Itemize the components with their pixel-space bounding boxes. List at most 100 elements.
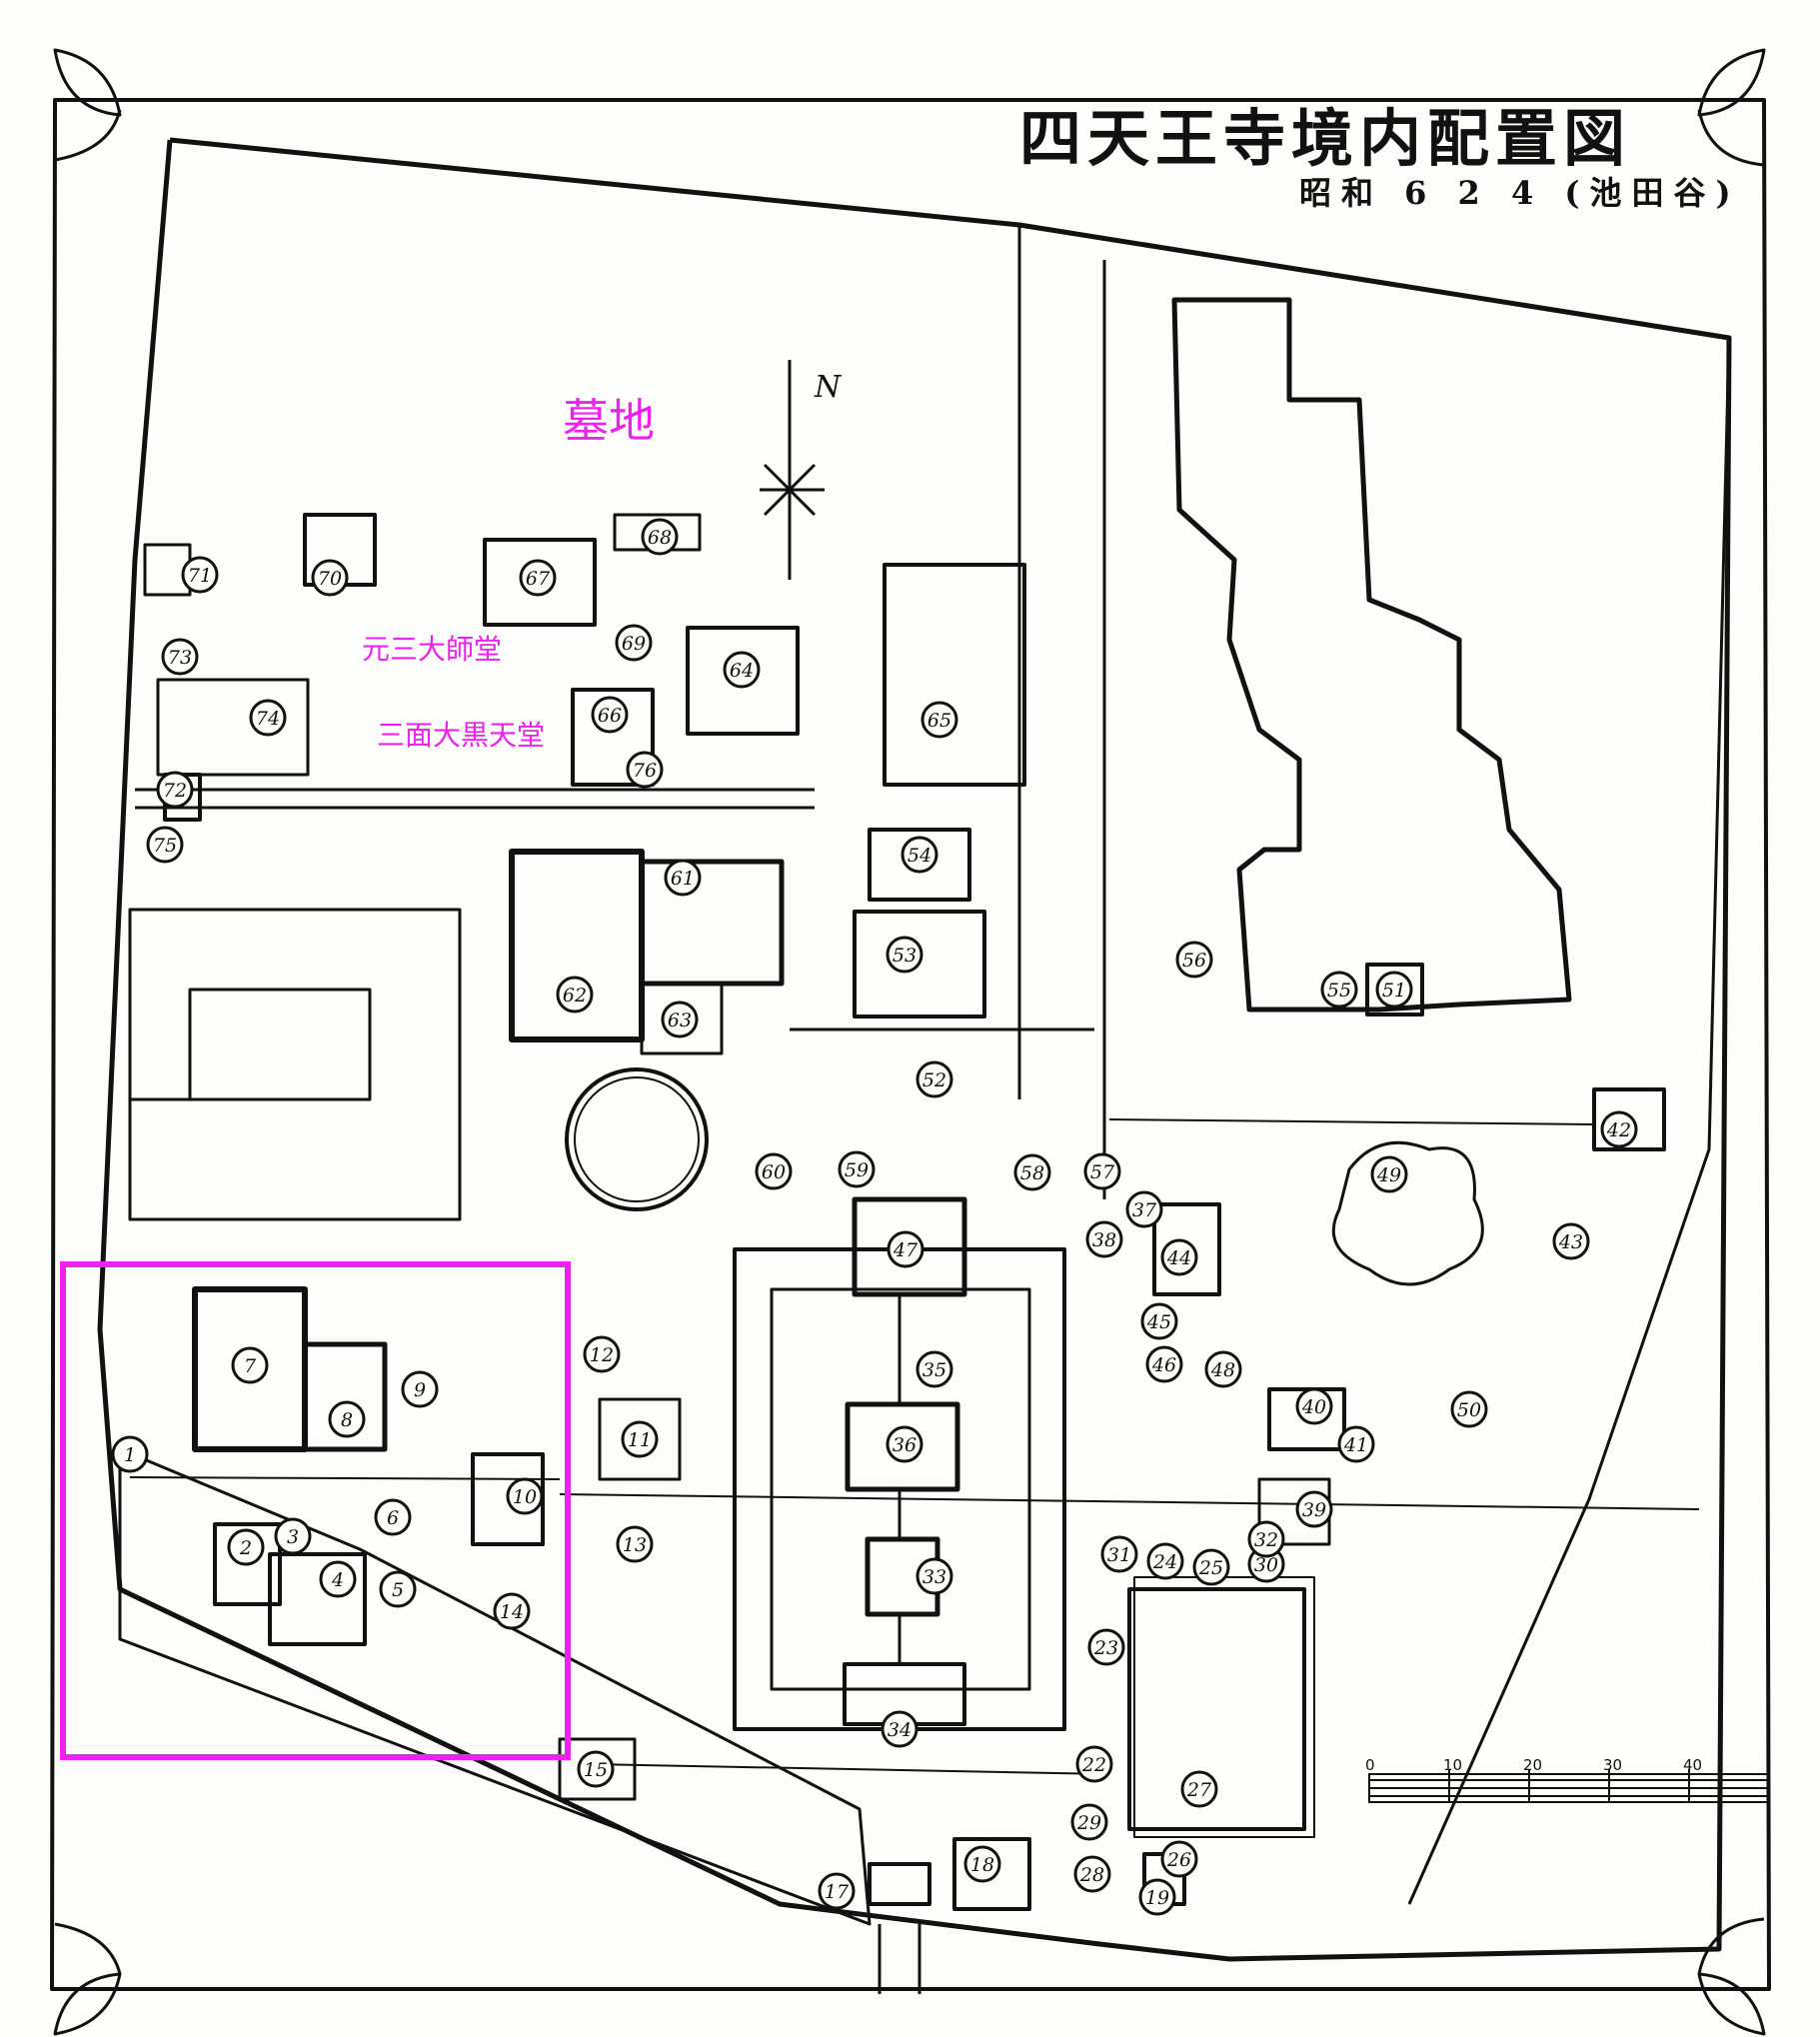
building-marker-circle	[915, 1060, 953, 1098]
hall-44	[1152, 1202, 1221, 1296]
building-marker-circle	[591, 696, 629, 734]
building-marker-6: 6	[374, 1498, 412, 1536]
outer-frame	[50, 98, 1771, 1991]
building-marker-circle	[1146, 1542, 1184, 1580]
building-marker-29: 29	[1070, 1803, 1108, 1841]
building-marker-circle	[881, 1710, 918, 1748]
kodo-building	[852, 1196, 967, 1297]
building-marker-circle	[1083, 1152, 1121, 1190]
building-marker-circle	[901, 836, 938, 874]
building-marker-number: 45	[1146, 1311, 1171, 1333]
building-marker-circle	[920, 701, 958, 739]
building-marker-number: 9	[414, 1379, 426, 1401]
building-marker-28: 28	[1073, 1855, 1111, 1893]
building-marker-33: 33	[915, 1557, 953, 1595]
building-marker-circle	[1145, 1345, 1183, 1383]
building-marker-3: 3	[274, 1517, 312, 1555]
building-marker-circle	[1295, 1387, 1333, 1425]
east-gate-42	[1592, 1087, 1666, 1151]
building-marker-number: 46	[1151, 1354, 1176, 1376]
building-marker-circle	[1247, 1520, 1285, 1558]
building-marker-circle	[1192, 1548, 1230, 1586]
building-marker-23: 23	[1087, 1628, 1125, 1666]
corner-ornament-tr	[1697, 48, 1766, 167]
building-marker-22: 22	[1075, 1745, 1113, 1783]
building-marker-13: 13	[616, 1525, 654, 1563]
building-marker-number: 57	[1090, 1161, 1115, 1183]
building-marker-circle	[1450, 1390, 1488, 1428]
building-marker-circle	[161, 638, 199, 676]
kondo-building	[845, 1401, 960, 1492]
building-marker-34: 34	[881, 1710, 918, 1748]
scale-label-10: 10	[1443, 1756, 1463, 1774]
building-marker-72: 72	[156, 771, 194, 809]
building-marker-number: 13	[623, 1534, 647, 1556]
building-marker-circle	[1125, 1190, 1163, 1228]
building-marker-circle	[616, 1525, 654, 1563]
central-precinct-inner	[770, 1287, 1031, 1691]
building-marker-32: 32	[1247, 1520, 1285, 1558]
building-marker-46: 46	[1145, 1345, 1183, 1383]
building-marker-circle	[328, 1400, 366, 1438]
scale-label-40: 40	[1683, 1756, 1703, 1774]
building-marker-number: 22	[1081, 1754, 1106, 1776]
building-marker-circle	[1320, 971, 1358, 1009]
building-marker-number: 17	[825, 1881, 850, 1903]
building-marker-number: 49	[1376, 1164, 1401, 1186]
hall-48	[1267, 1387, 1346, 1451]
building-marker-circle	[1175, 941, 1213, 979]
building-marker-number: 15	[584, 1759, 608, 1781]
building-marker-number: 2	[239, 1537, 252, 1559]
building-marker-number: 25	[1198, 1557, 1223, 1579]
building-marker-18: 18	[963, 1845, 1001, 1883]
building-marker-circle	[319, 1560, 357, 1598]
building-marker-number: 10	[513, 1486, 537, 1508]
building-marker-9: 9	[401, 1370, 439, 1408]
building-marker-number: 64	[730, 660, 754, 682]
building-marker-number: 58	[1020, 1162, 1044, 1184]
building-marker-63: 63	[661, 1001, 699, 1038]
building-marker-27: 27	[1180, 1770, 1218, 1808]
building-marker-25: 25	[1192, 1548, 1230, 1586]
building-marker-circle	[379, 1570, 417, 1608]
building-marker-circle	[1075, 1745, 1113, 1783]
building-marker-circle	[227, 1528, 265, 1566]
building-marker-number: 73	[168, 647, 192, 669]
annotation-ganzan-daishi-hall: 元三大師堂	[362, 633, 503, 666]
building-marker-number: 27	[1186, 1779, 1212, 1801]
building-marker-17: 17	[818, 1872, 856, 1910]
building-marker-73: 73	[161, 638, 199, 676]
building-marker-number: 63	[668, 1010, 692, 1031]
building-marker-12: 12	[583, 1335, 621, 1373]
building-marker-number: 5	[392, 1579, 404, 1601]
building-marker-number: 67	[526, 568, 551, 590]
building-marker-circle	[577, 1750, 615, 1788]
building-marker-circle	[615, 624, 653, 662]
building-marker-number: 32	[1254, 1529, 1278, 1551]
corner-ornament-br	[1697, 1917, 1766, 2036]
hall-53	[868, 828, 971, 902]
building-marker-circle	[1140, 1302, 1178, 1340]
building-marker-40: 40	[1295, 1387, 1333, 1425]
annotation-sanmen-daikokuten-hall: 三面大黒天堂	[377, 719, 546, 752]
building-marker-62: 62	[556, 976, 594, 1014]
building-marker-circle	[374, 1498, 412, 1536]
building-marker-69: 69	[615, 624, 653, 662]
building-marker-number: 47	[893, 1239, 918, 1261]
building-marker-circle	[556, 976, 594, 1014]
building-marker-number: 36	[893, 1434, 916, 1456]
hall-2	[213, 1522, 282, 1606]
hall-8	[302, 1341, 388, 1452]
building-marker-circle	[915, 1350, 953, 1388]
building-marker-number: 56	[1182, 950, 1206, 972]
building-marker-circle	[621, 1420, 659, 1458]
building-marker-54: 54	[901, 836, 938, 874]
building-marker-number: 76	[633, 760, 657, 782]
building-marker-circle	[886, 1425, 923, 1463]
building-marker-number: 35	[922, 1359, 946, 1381]
building-marker-number: 11	[628, 1429, 652, 1451]
building-marker-36: 36	[886, 1425, 923, 1463]
building-marker-number: 51	[1382, 980, 1406, 1002]
